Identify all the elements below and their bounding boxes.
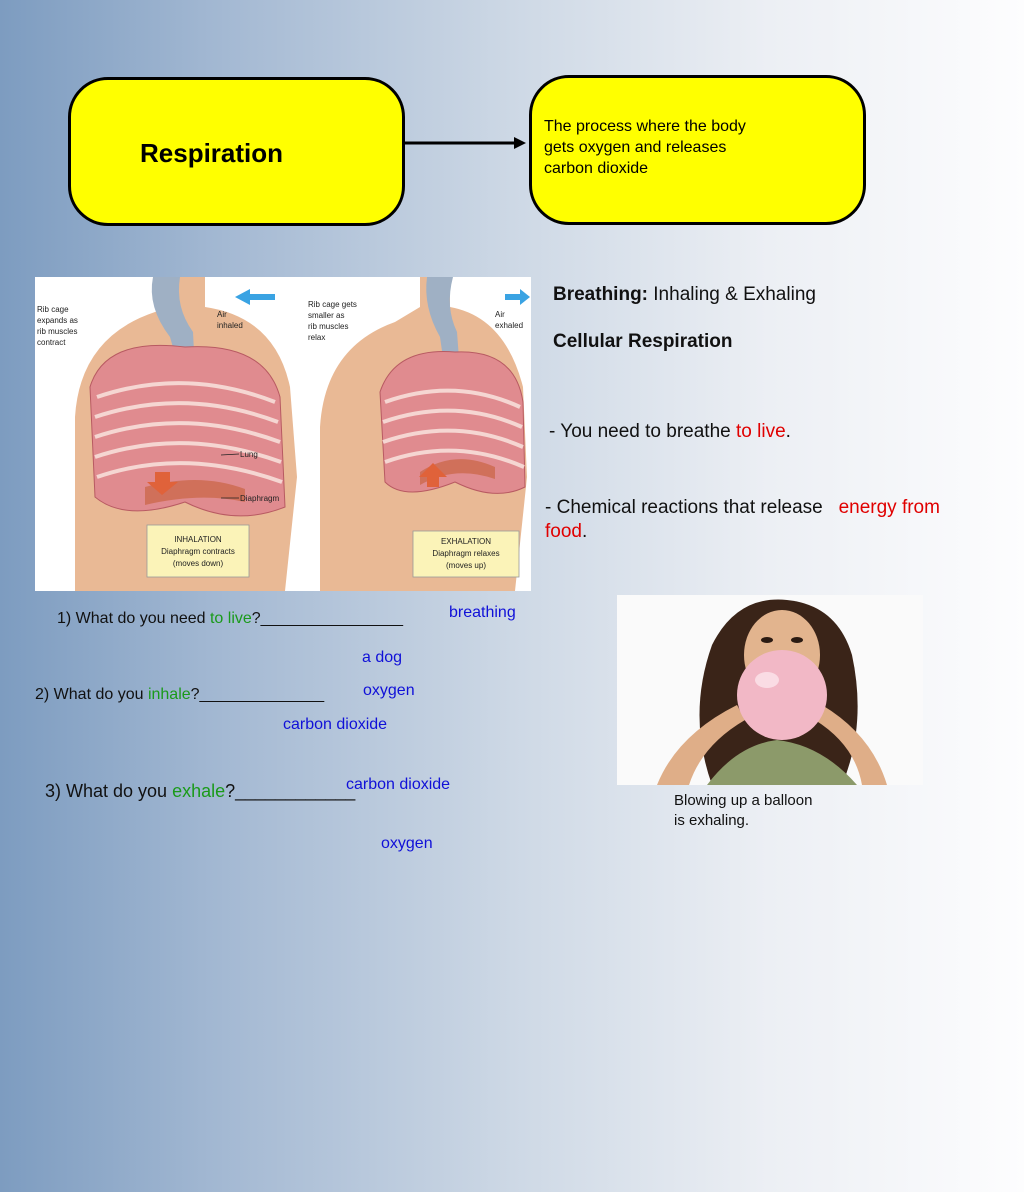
inhalation-title: INHALATION — [174, 535, 222, 544]
definition-line: The process where the body — [544, 118, 746, 135]
answer-option-breathing[interactable]: breathing — [449, 604, 516, 621]
caption-line: Blowing up a balloon — [674, 792, 813, 809]
definition-line: gets oxygen and releases — [544, 139, 727, 156]
right-rib-label: rib muscles — [308, 322, 348, 331]
definition-line: carbon dioxide — [544, 160, 649, 177]
left-rib-label: expands as — [37, 316, 78, 325]
shirt — [707, 740, 857, 785]
term-title: Respiration — [140, 138, 284, 168]
exhalation-line: (moves up) — [446, 561, 486, 570]
answer-option-carbon-dioxide[interactable]: carbon dioxide — [346, 776, 451, 793]
question-highlight: to live — [209, 610, 252, 627]
right-rib-label: relax — [308, 333, 325, 342]
question-text: 2) What do you — [35, 686, 148, 703]
photo-caption: Blowing up a balloon is exhaling. — [674, 791, 844, 831]
question-text: 3) What do you — [45, 781, 173, 801]
exhalation-label-box — [412, 530, 520, 578]
question-blank: ?____________ — [225, 781, 356, 801]
breathing-definition: Breathing: Inhaling & Exhaling — [553, 284, 816, 306]
left-rib-label: rib muscles — [37, 327, 77, 336]
answer-option-carbon-dioxide[interactable]: carbon dioxide — [283, 716, 388, 733]
right-rib-label: Rib cage gets — [308, 300, 357, 309]
caption-line: is exhaling. — [674, 812, 750, 829]
chem-highlight: food — [545, 521, 582, 542]
air-exhaled-label: exhaled — [495, 321, 523, 330]
question-1: 1) What do you need to live?____________… — [57, 610, 403, 628]
question-blank: ?________________ — [251, 610, 404, 627]
eye — [761, 637, 773, 643]
answer-option-a-dog[interactable]: a dog — [362, 649, 403, 666]
definition-text: The process where the body gets oxygen a… — [544, 116, 794, 179]
air-exhaled-label: Air — [495, 310, 505, 319]
inhalation-line: (moves down) — [173, 559, 224, 568]
left-air-arrow — [235, 289, 275, 305]
breathing-label: Breathing: — [553, 284, 648, 305]
left-down-arrow — [147, 472, 178, 495]
chem-highlight: energy from — [838, 497, 940, 518]
lung-label: Lung — [240, 450, 258, 459]
question-highlight: inhale — [147, 686, 191, 703]
question-blank: ?______________ — [190, 686, 325, 703]
exhalation-line: Diaphragm relaxes — [432, 549, 499, 558]
balloon — [737, 650, 827, 740]
diaphragm-label: Diaphragm — [240, 494, 279, 503]
right-diaphragm — [420, 459, 495, 485]
air-inhaled-label: Air — [217, 310, 227, 319]
right-rib-label: smaller as — [308, 311, 344, 320]
inhalation-line: Diaphragm contracts — [161, 547, 235, 556]
air-inhaled-label: inhaled — [217, 321, 243, 330]
arm — [815, 705, 887, 785]
right-trachea — [426, 277, 460, 372]
left-rib-label: Rib cage — [37, 305, 69, 314]
right-air-arrow — [505, 289, 530, 305]
cellular-respiration-label: Cellular Respiration — [553, 331, 733, 352]
need-statement: - You need to breathe to live. — [549, 421, 791, 443]
balloon-photo — [617, 595, 923, 785]
answer-option-oxygen[interactable]: oxygen — [363, 682, 415, 699]
left-rib-label: contract — [37, 338, 66, 347]
arrow-connector — [404, 137, 526, 149]
need-highlight: to live — [736, 421, 786, 442]
answer-option-oxygen[interactable]: oxygen — [381, 835, 433, 852]
breathing-diagram: Rib cage expands as rib muscles contract… — [35, 277, 531, 591]
exhalation-title: EXHALATION — [441, 537, 491, 546]
arm — [657, 705, 745, 785]
right-rib-cage — [379, 351, 526, 494]
question-highlight: exhale — [172, 781, 226, 801]
chemical-statement: - Chemical reactions that release energy… — [545, 496, 985, 544]
question-3: 3) What do you exhale?____________ — [45, 781, 355, 802]
inhalation-label-box — [146, 524, 250, 578]
question-2: 2) What do you inhale?______________ — [35, 686, 324, 704]
breathing-text: Inhaling & Exhaling — [648, 284, 816, 305]
eye — [791, 637, 803, 643]
term-box — [68, 77, 405, 226]
need-suffix: . — [785, 421, 791, 442]
need-prefix: - You need to breathe — [549, 421, 736, 442]
definition-box — [529, 75, 866, 225]
right-up-arrow — [419, 463, 447, 487]
chem-suffix: . — [581, 521, 588, 542]
question-text: 1) What do you need — [57, 610, 210, 627]
chem-prefix: - Chemical reactions that release — [545, 497, 829, 518]
